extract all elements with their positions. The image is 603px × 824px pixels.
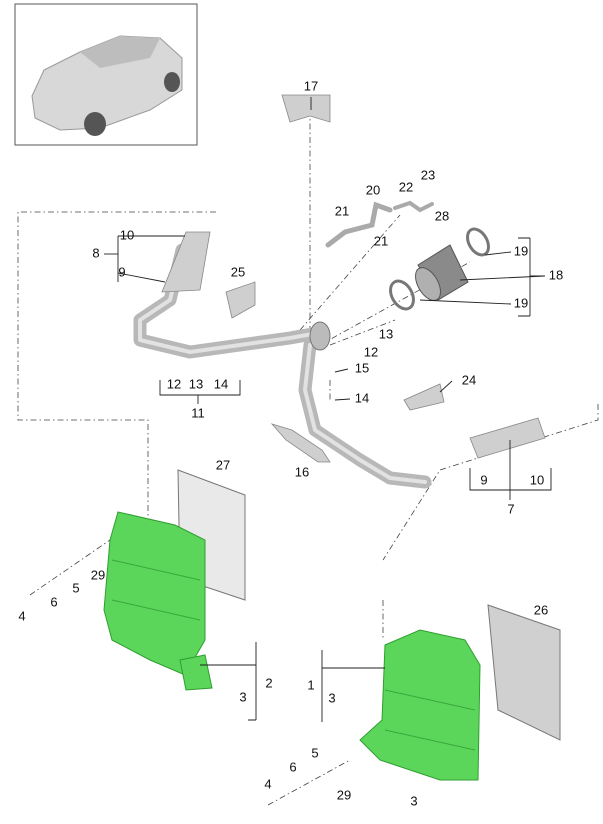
bracket-25 (225, 281, 256, 319)
callout-21: 21 (335, 203, 349, 218)
callout-10: 10 (120, 227, 134, 242)
bracket-24 (403, 383, 445, 411)
callout-15: 15 (355, 360, 369, 375)
callout-9b: 9 (480, 472, 487, 487)
callouts-right-cooler: 26 1 3 5 6 4 29 3 (264, 602, 548, 808)
callout-9: 9 (118, 264, 125, 279)
air-duct-right (469, 417, 546, 459)
callout-3c: 3 (410, 793, 417, 808)
air-duct-left (161, 231, 211, 293)
callout-14: 14 (214, 376, 228, 391)
callout-25: 25 (231, 264, 245, 279)
vent-hose (325, 201, 393, 248)
air-guide-26 (487, 604, 561, 741)
callout-27: 27 (216, 457, 230, 472)
callout-16: 16 (295, 464, 309, 479)
leader-lines (104, 97, 552, 722)
callout-4: 4 (18, 608, 25, 623)
charge-air-pipe (133, 243, 432, 489)
vent-line (393, 200, 434, 213)
callout-24: 24 (462, 372, 476, 387)
callouts-top: 17 20 22 23 21 28 21 (304, 78, 449, 248)
callout-13: 13 (379, 326, 393, 341)
callout-12: 12 (364, 344, 378, 359)
callout-6b: 6 (289, 759, 296, 774)
callout-19: 19 (514, 243, 528, 258)
charge-air-cooler-right (359, 629, 481, 781)
callout-17: 17 (304, 78, 318, 93)
callout-22: 22 (399, 179, 413, 194)
callouts-left-pipe: 10 8 9 25 (92, 227, 245, 279)
callout-3: 3 (239, 689, 246, 704)
callout-23: 23 (421, 167, 435, 182)
callout-3b: 3 (328, 690, 335, 705)
callouts-right-pipe: 9 10 7 (480, 472, 544, 516)
callout-21b: 21 (374, 233, 388, 248)
callout-11: 11 (191, 405, 205, 420)
callout-5: 5 (72, 580, 79, 595)
callout-13b: 13 (189, 376, 203, 391)
callout-8: 8 (92, 245, 99, 260)
bracket-16 (270, 423, 331, 463)
callout-6: 6 (50, 594, 57, 609)
callouts-pipe-group: 12 13 14 11 (167, 376, 228, 420)
callout-5b: 5 (311, 745, 318, 760)
callout-14b: 14 (355, 390, 369, 405)
heat-shield (281, 94, 331, 123)
callout-10b: 10 (530, 472, 544, 487)
callout-7: 7 (507, 501, 514, 516)
callout-19b: 19 (514, 295, 528, 310)
callout-18: 18 (549, 267, 563, 282)
vehicle-thumbnail (14, 3, 198, 146)
callouts-center: 15 14 24 16 27 (216, 360, 476, 479)
callout-29: 29 (91, 567, 105, 582)
charge-air-hose (389, 227, 490, 311)
charge-air-cooler-left (103, 511, 213, 691)
callout-29b: 29 (337, 787, 351, 802)
callout-20: 20 (366, 182, 380, 197)
callout-26: 26 (534, 602, 548, 617)
callouts-left-cooler: 29 5 6 4 2 3 (18, 567, 272, 704)
callout-4b: 4 (264, 776, 271, 791)
callout-1: 1 (307, 677, 314, 692)
callout-2: 2 (265, 675, 272, 690)
callout-12b: 12 (167, 376, 181, 391)
callout-28: 28 (435, 208, 449, 223)
callouts-hose: 19 18 19 13 12 (364, 243, 563, 359)
